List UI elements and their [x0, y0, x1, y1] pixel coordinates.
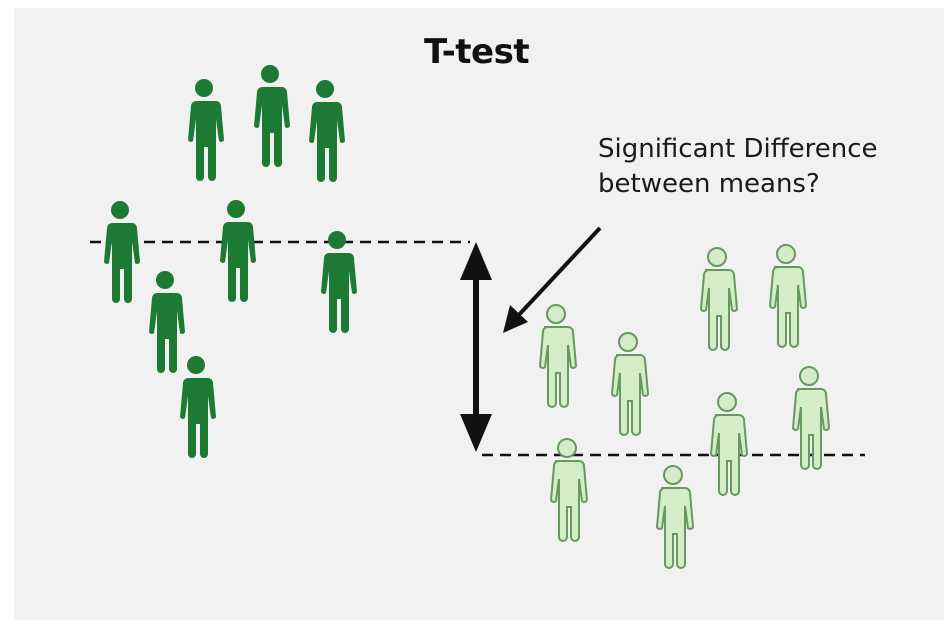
- group-a-person-icon: [104, 201, 140, 303]
- group-a-people: [104, 65, 357, 458]
- page-title: T-test: [424, 32, 530, 72]
- group-a-person-icon: [321, 231, 357, 333]
- question-line-2: between means?: [598, 169, 820, 199]
- group-a-person-icon: [180, 356, 216, 458]
- question-line-1: Significant Difference: [598, 134, 878, 164]
- group-a-person-icon: [220, 200, 256, 302]
- group-b-person-icon: [700, 247, 738, 351]
- difference-double-arrow: [460, 242, 492, 452]
- group-b-people: [539, 244, 830, 569]
- group-b-person-icon: [611, 332, 649, 436]
- group-b-person-icon: [539, 304, 577, 408]
- group-a-person-icon: [309, 80, 345, 182]
- group-b-person-icon: [792, 366, 830, 470]
- group-b-person-icon: [710, 392, 748, 496]
- group-b-person-icon: [769, 244, 807, 348]
- group-b-person-icon: [656, 465, 694, 569]
- group-a-person-icon: [149, 271, 185, 373]
- pointer-arrow: [503, 226, 602, 333]
- group-a-person-icon: [188, 79, 224, 181]
- question-label: Significant Difference between means?: [598, 132, 878, 202]
- group-a-person-icon: [254, 65, 290, 167]
